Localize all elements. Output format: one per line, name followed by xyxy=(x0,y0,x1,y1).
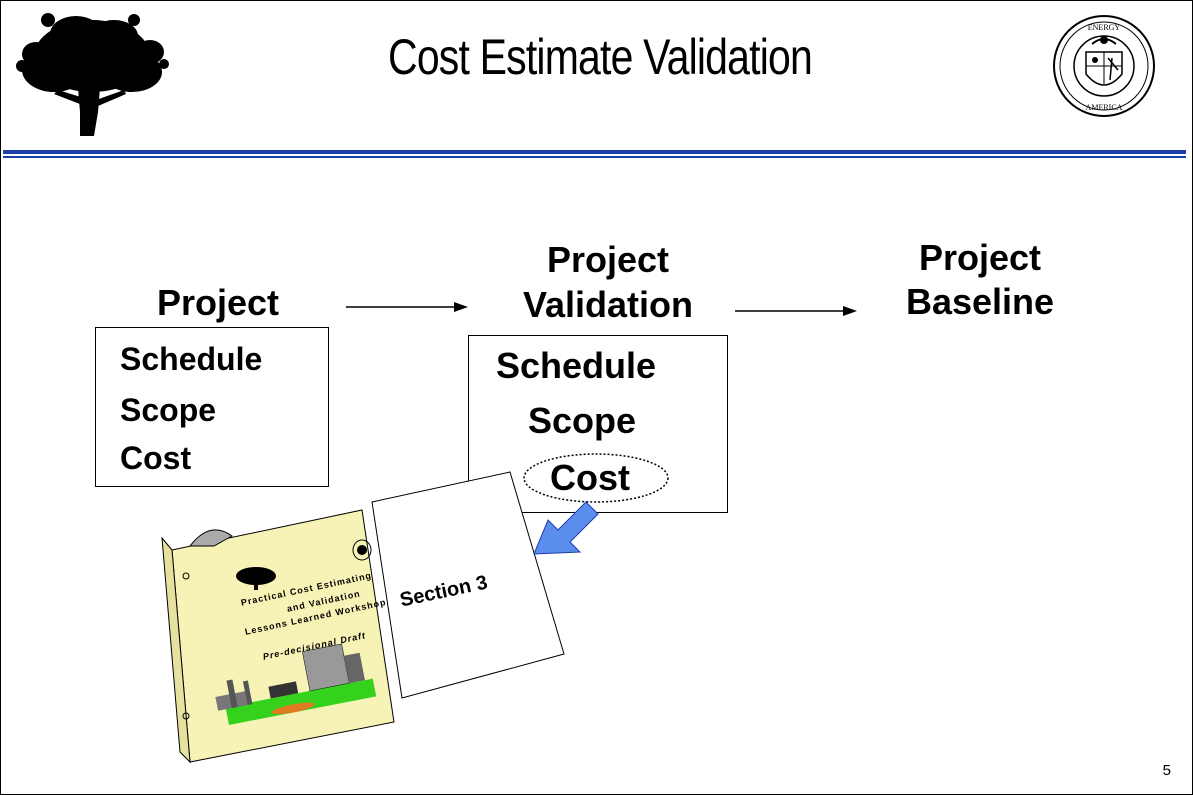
oak-tree-icon xyxy=(16,13,169,136)
svg-text:ENERGY: ENERGY xyxy=(1088,23,1121,32)
arrow-start-to-validation xyxy=(346,302,468,312)
svg-text:AMERICA: AMERICA xyxy=(1086,103,1123,112)
baseline-heading-line1: Project xyxy=(918,237,1042,278)
blue-down-left-arrow xyxy=(533,501,599,555)
baseline-heading-line2: Baseline xyxy=(905,281,1055,322)
page-number: 5 xyxy=(1162,762,1171,779)
validation-heading-line2: Validation xyxy=(522,284,694,325)
section-3-page xyxy=(371,471,565,699)
slide-title: Cost Estimate Validation xyxy=(388,29,813,85)
project-item-schedule: Schedule xyxy=(120,341,263,377)
project-item-scope: Scope xyxy=(120,392,217,428)
project-item-cost: Cost xyxy=(120,440,192,476)
validation-item-cost: Cost xyxy=(550,457,630,498)
doe-seal-icon: ENERGY AMERICA xyxy=(1053,15,1155,117)
title-rule-thin xyxy=(3,156,1186,158)
validation-item-schedule: Schedule xyxy=(496,345,657,386)
cost-highlight-ellipse xyxy=(523,453,669,503)
project-heading: Project xyxy=(156,282,280,323)
validation-heading-line1: Project xyxy=(546,239,670,280)
validation-item-scope: Scope xyxy=(528,400,637,441)
arrow-validation-to-baseline xyxy=(735,306,857,316)
title-rule xyxy=(3,150,1186,154)
project-box xyxy=(95,327,329,487)
workshop-binder-illustration xyxy=(161,509,395,764)
